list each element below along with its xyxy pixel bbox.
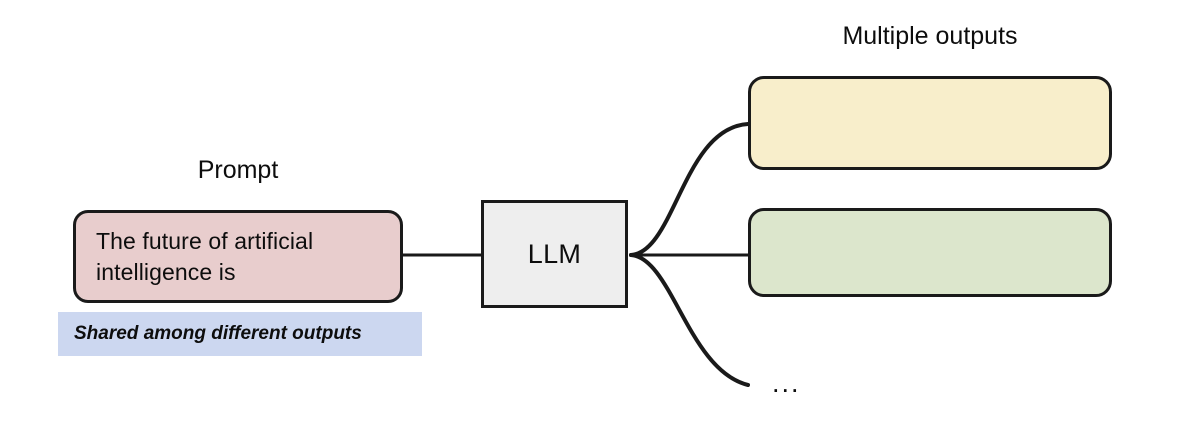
shared-among-outputs-note: Shared among different outputs: [58, 312, 422, 356]
edge-model-to-output-1: [629, 122, 750, 257]
outputs-section-label: Multiple outputs: [842, 22, 1018, 50]
llm-box[interactable]: LLM: [481, 200, 628, 308]
edge-model-to-more-outputs: [629, 253, 750, 387]
more-outputs-ellipsis: ...: [772, 368, 801, 398]
shared-among-outputs-text: Shared among different outputs: [74, 323, 362, 344]
output-box-2[interactable]: [748, 208, 1112, 297]
llm-label: LLM: [527, 238, 582, 269]
prompt-section-label: Prompt: [197, 156, 279, 184]
output-box-1[interactable]: [748, 76, 1112, 170]
prompt-text: The future of artificial intelligence is: [96, 227, 314, 285]
prompt-box[interactable]: The future of artificial intelligence is: [73, 210, 403, 303]
